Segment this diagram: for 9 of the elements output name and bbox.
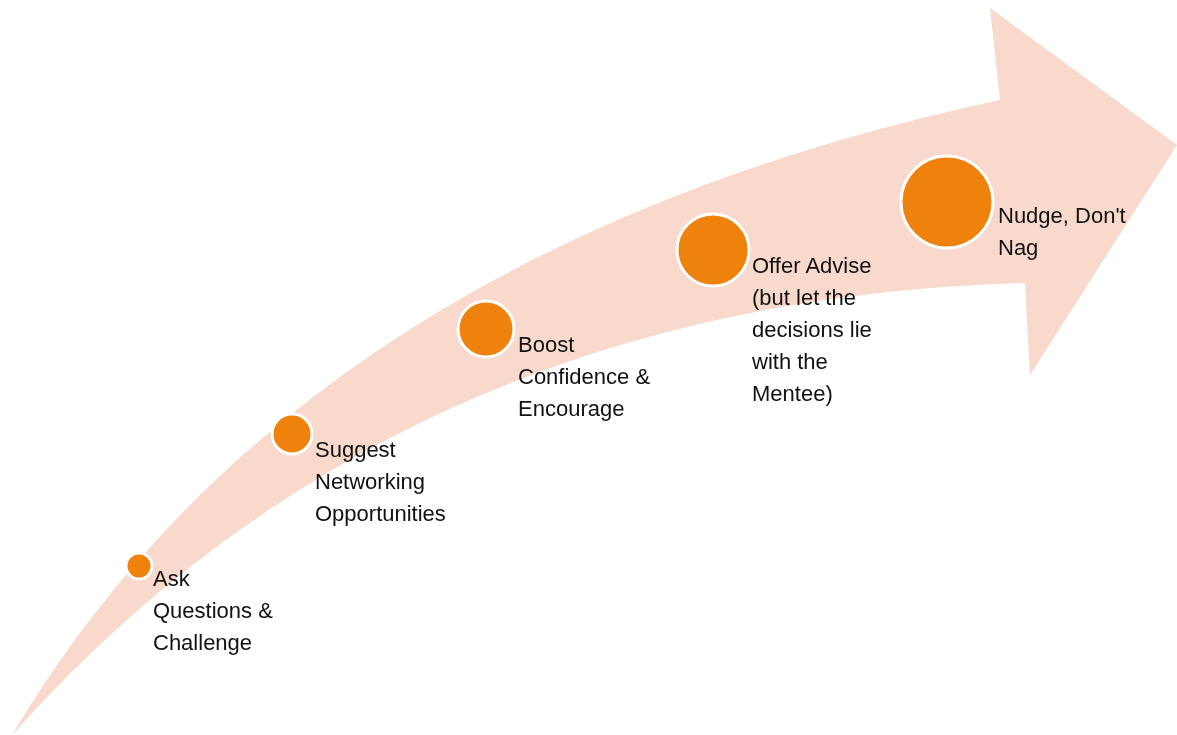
step-label: Offer Advise (but let the decisions lie with the Mentee) bbox=[752, 252, 873, 408]
step-circle bbox=[674, 211, 752, 289]
step-label: Ask Questions & Challenge bbox=[153, 565, 274, 657]
step-circle bbox=[269, 411, 315, 457]
step-circle bbox=[898, 153, 996, 251]
step-circle bbox=[455, 298, 517, 360]
step-label: Boost Confidence & Encourage bbox=[518, 331, 652, 423]
step-label: Nudge, Don't Nag bbox=[998, 202, 1127, 262]
step-label: Suggest Networking Opportunities bbox=[315, 436, 447, 528]
